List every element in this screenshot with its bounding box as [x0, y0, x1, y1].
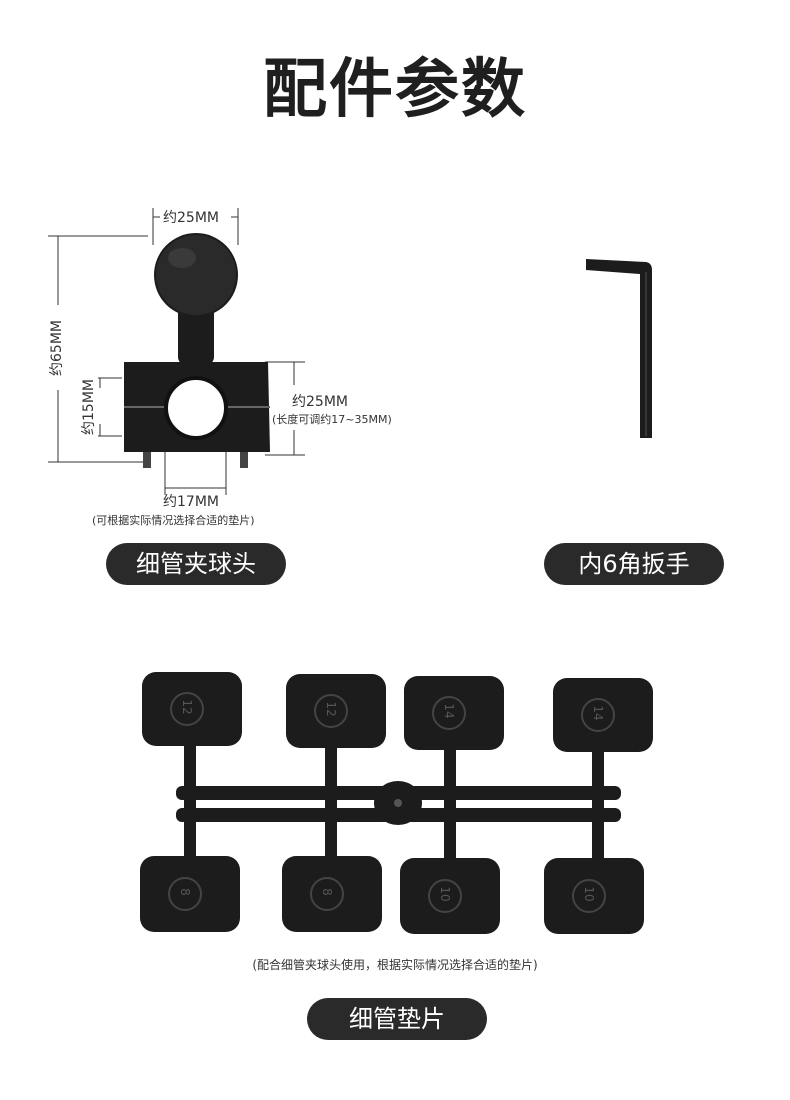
shim-size-label: 12 — [180, 699, 194, 715]
clamp-label-badge: 细管夹球头 — [106, 543, 286, 585]
shim-size-label: 10 — [438, 886, 452, 902]
shims-label-badge: 细管垫片 — [307, 998, 487, 1040]
page-title: 配件参数 — [263, 53, 527, 127]
shim-size-label: 12 — [324, 701, 338, 717]
shim-size-label: 8 — [320, 888, 334, 896]
shim-size-label: 14 — [591, 705, 605, 721]
dim-pipe-note: (可根据实际情况选择合适的垫片) — [92, 514, 255, 527]
dim-clamp-length-note: (长度可调约17~35MM) — [272, 413, 392, 426]
shim-size-label: 8 — [178, 888, 192, 896]
shim-size-label: 10 — [582, 886, 596, 902]
shims-note: (配合细管夹球头使用，根据实际情况选择合适的垫片) — [252, 958, 538, 972]
wrench-label-badge: 内6角扳手 — [544, 543, 724, 585]
shim-size-label: 14 — [442, 703, 456, 719]
dim-pipe-diameter: 约17MM — [163, 494, 219, 510]
dim-clamp-length: 约25MM — [292, 394, 348, 410]
dim-ball-diameter: 约25MM — [163, 210, 219, 226]
